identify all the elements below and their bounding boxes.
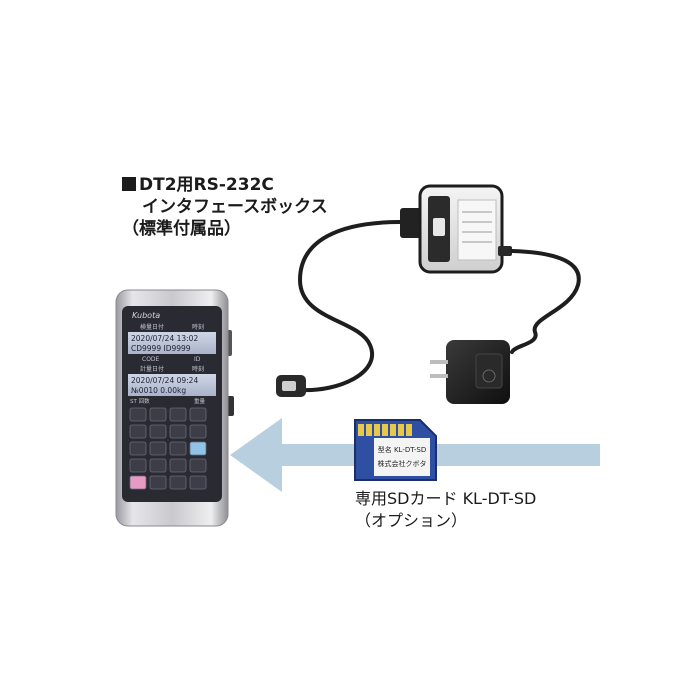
keypad-key — [189, 407, 207, 422]
lcd1-header-left: 検量日付 — [140, 323, 164, 331]
interface-box-subtitle: インタフェースボックス — [142, 197, 328, 217]
keypad-key — [189, 441, 207, 456]
keypad-key — [129, 475, 147, 490]
keypad-key — [149, 441, 167, 456]
interface-box-note: （標準付属品） — [122, 219, 241, 239]
keypad-key — [169, 407, 187, 422]
keypad-key — [189, 424, 207, 439]
interface-box-caption: DT2用RS-232C インタフェースボックス （標準付属品） — [122, 174, 328, 240]
sd-card: 型名 KL-DT-SD 株式会社クボタ — [354, 419, 437, 481]
lcd1-line2: CD9999 ID9999 — [131, 344, 191, 353]
interface-box — [400, 184, 512, 274]
sd-card-note: （オプション） — [355, 511, 468, 530]
lcd-screen-2 — [128, 374, 216, 396]
lcd2-line1: 2020/07/24 09:24 — [131, 376, 198, 385]
serial-plug — [276, 375, 306, 397]
keypad-key — [189, 475, 207, 490]
keypad-key — [129, 441, 147, 456]
keypad-key — [149, 458, 167, 473]
power-cord — [510, 249, 581, 354]
serial-cable — [297, 220, 402, 393]
lcd2-header-left: 計量日付 — [140, 365, 164, 373]
keypad-key — [149, 475, 167, 490]
lcd1-footer-right: ID — [194, 356, 201, 363]
keypad-key — [169, 475, 187, 490]
lcd2-footer-left: ST 回数 — [130, 397, 150, 405]
keypad — [129, 407, 207, 490]
bullet-square-icon — [122, 177, 136, 191]
lcd2-header-right: 時刻 — [192, 365, 204, 373]
keypad-key — [149, 424, 167, 439]
keypad-key — [169, 424, 187, 439]
sd-card-model-text: 型名 KL-DT-SD — [378, 445, 427, 454]
lcd1-footer-left: CODE — [142, 356, 160, 363]
keypad-key — [129, 424, 147, 439]
lcd-screen-1 — [128, 332, 216, 354]
brand-logo: Kubota — [132, 311, 160, 320]
keypad-key — [169, 441, 187, 456]
keypad-key — [189, 458, 207, 473]
lcd1-line1: 2020/07/24 13:02 — [131, 334, 198, 343]
sd-card-title: 専用SDカード KL-DT-SD — [355, 489, 537, 508]
lcd1-header-right: 時刻 — [192, 323, 204, 331]
ac-adapter — [430, 340, 510, 404]
keypad-key — [149, 407, 167, 422]
keypad-key — [129, 458, 147, 473]
sd-card-maker-text: 株式会社クボタ — [378, 459, 427, 468]
sd-card-caption: 専用SDカード KL-DT-SD （オプション） — [355, 488, 536, 532]
keypad-key — [169, 458, 187, 473]
lcd2-footer-right: 重量 — [194, 397, 206, 405]
lcd2-line2: №0010 0.00kg — [131, 386, 186, 395]
keypad-key — [129, 407, 147, 422]
interface-box-title: DT2用RS-232C — [139, 175, 274, 195]
handheld-device: Kubota 検量日付 時刻 2020/07/24 13:02 CD9999 I… — [115, 289, 234, 527]
